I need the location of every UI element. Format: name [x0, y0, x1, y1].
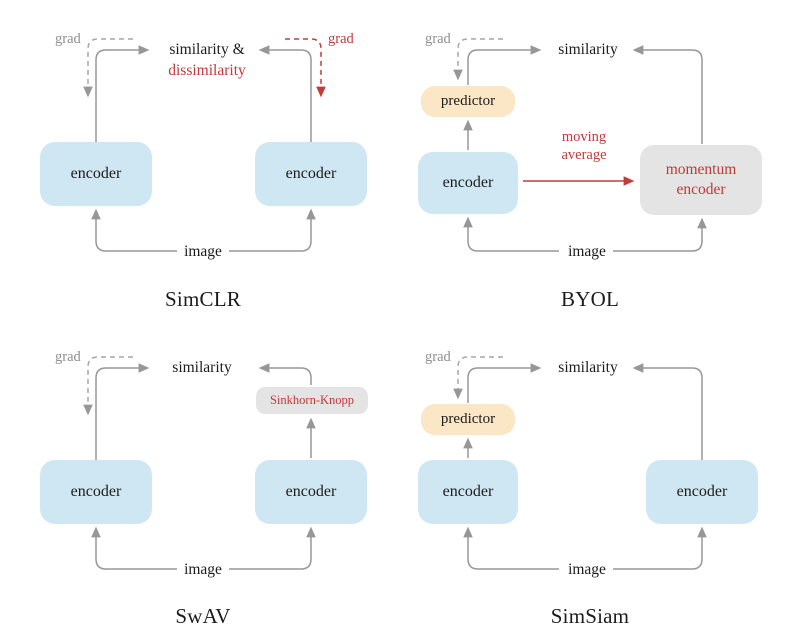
simsiam-grad-dashed-arrow: [453, 356, 503, 400]
simsiam-image-to-right-encoder-arrow: [613, 526, 707, 570]
swav-image-label: image: [184, 561, 222, 578]
swav-left-encoder-label: encoder: [70, 483, 122, 500]
byol-image-to-momentum-arrow: [613, 217, 707, 252]
swav-loss-label: similarity: [172, 359, 232, 376]
simclr-grad-left-dashed-arrow: [83, 38, 133, 98]
simsiam-right-encoder-label: encoder: [676, 483, 728, 500]
byol-momentum-label-line2: encoder: [676, 181, 726, 198]
swav-left-encoder-to-loss-arrow: [95, 363, 150, 460]
simclr-left-encoder-to-loss-arrow: [95, 45, 150, 142]
simsiam-right-encoder-box: encoder: [646, 460, 758, 524]
simclr-left-encoder-box: encoder: [40, 142, 152, 206]
simclr-right-encoder-label: encoder: [285, 165, 337, 182]
simclr-image-to-left-encoder-arrow: [91, 208, 177, 252]
simsiam-image-label: image: [568, 561, 606, 578]
simsiam-left-encoder-label: encoder: [442, 483, 494, 500]
byol-grad-dashed-arrow: [453, 38, 503, 81]
swav-left-encoder-box: encoder: [40, 460, 152, 524]
simclr-loss-label-line1: similarity &: [169, 41, 245, 58]
byol-momentum-to-loss-arrow: [632, 45, 703, 144]
simsiam-predictor-to-loss-arrow: [467, 363, 542, 403]
byol-title: BYOL: [561, 287, 619, 311]
simsiam-image-to-left-encoder-arrow: [463, 526, 559, 570]
simsiam-grad-label: grad: [425, 349, 451, 365]
byol-grad-label: grad: [425, 31, 451, 47]
simclr-grad-right-label: grad: [328, 31, 354, 47]
simclr-grad-right-dashed-arrow: [285, 38, 326, 98]
byol-encoder-box: encoder: [418, 152, 518, 214]
simclr-image-to-right-encoder-arrow: [229, 208, 316, 252]
byol-image-to-encoder-arrow: [463, 216, 559, 252]
byol-momentum-encoder-box: momentum encoder: [640, 145, 762, 215]
simclr-right-encoder-box: encoder: [255, 142, 367, 206]
simclr-right-encoder-to-loss-arrow: [258, 45, 312, 142]
byol-predictor-box: predictor: [421, 86, 515, 117]
swav-title: SwAV: [175, 604, 231, 628]
byol-momentum-label-line1: momentum: [665, 161, 737, 178]
byol-predictor-label: predictor: [440, 93, 496, 109]
swav-image-to-right-encoder-arrow: [229, 526, 316, 570]
swav-grad-label: grad: [55, 349, 81, 365]
byol-predictor-to-loss-arrow: [467, 45, 542, 85]
simclr-title: SimCLR: [165, 287, 241, 311]
swav-right-encoder-box: encoder: [255, 460, 367, 524]
byol-encoder-label: encoder: [442, 174, 494, 191]
simsiam-predictor-box: predictor: [421, 404, 515, 435]
simsiam-predictor-label: predictor: [440, 411, 496, 427]
simsiam-right-encoder-to-loss-arrow: [632, 363, 703, 460]
simsiam-title: SimSiam: [550, 604, 630, 628]
swav-sinkhorn-knopp-label: Sinkhorn-Knopp: [269, 393, 355, 407]
simclr-loss-label-line2: dissimilarity: [168, 62, 246, 79]
simsiam-loss-label: similarity: [558, 359, 618, 376]
swav-sinkhorn-to-loss-arrow: [258, 363, 312, 385]
byol-loss-label: similarity: [558, 41, 618, 58]
byol-moving-average-label-line2: average: [561, 147, 607, 163]
simclr-grad-left-label: grad: [55, 31, 81, 47]
swav-sinkhorn-knopp-box: Sinkhorn-Knopp: [256, 387, 368, 414]
simclr-left-encoder-label: encoder: [70, 165, 122, 182]
byol-moving-average-label-line1: moving: [561, 129, 607, 145]
simclr-image-label: image: [184, 243, 222, 260]
swav-right-encoder-label: encoder: [285, 483, 337, 500]
simsiam-left-encoder-box: encoder: [418, 460, 518, 524]
swav-image-to-left-encoder-arrow: [91, 526, 177, 570]
byol-image-label: image: [568, 243, 606, 260]
swav-grad-dashed-arrow: [83, 356, 133, 416]
